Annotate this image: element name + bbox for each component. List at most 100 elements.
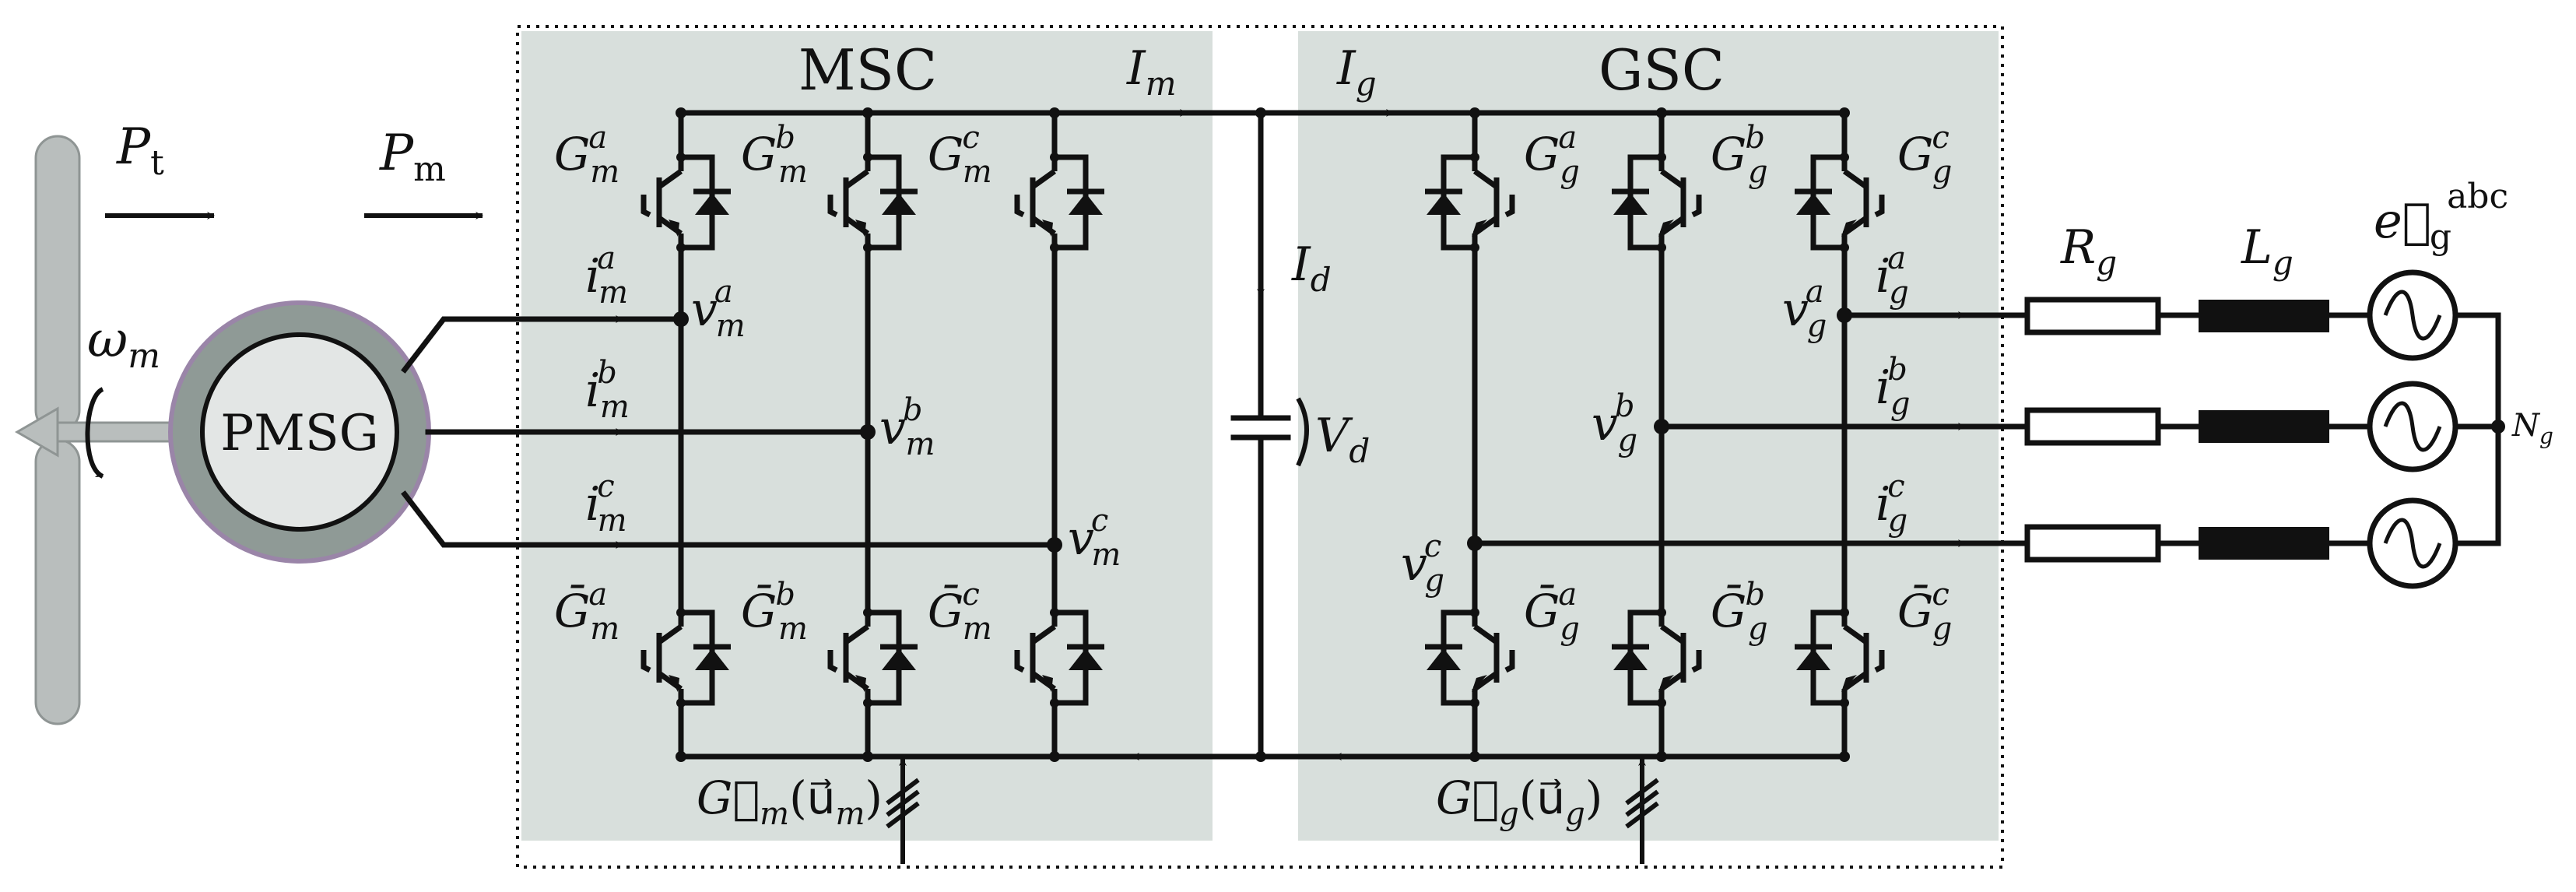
gsc-leg-a-upper-switch-emitter-arrow xyxy=(1472,219,1487,237)
gsc-leg-a-phase-node xyxy=(1467,536,1483,551)
capacitor-polarity-mark xyxy=(1296,397,1309,467)
sine-b-icon xyxy=(2383,401,2442,452)
dc-link-capacitor xyxy=(1230,110,1309,760)
gsc-leg-b-lower-switch-gate-lead xyxy=(1691,650,1702,673)
grid-resistor-c xyxy=(2024,524,2161,563)
msc-leg-b-phase-node xyxy=(860,424,876,440)
msc-leg-c-lower-switch-collector xyxy=(1030,624,1057,644)
msc-leg-a-upper-switch-collector xyxy=(657,169,683,189)
gsc-leg-b-upper-switch-gate-lead xyxy=(1691,195,1702,218)
msc-leg-a-lower-switch-collector xyxy=(657,624,683,644)
msc-leg-a-upper-switch-diode-icon xyxy=(695,193,729,215)
grid-resistor-a xyxy=(2024,297,2161,335)
gsc-leg-a-upper-switch-gate-lead xyxy=(1504,195,1515,218)
msc-leg-b-upper-switch-collector xyxy=(844,169,870,189)
msc-bus-tick-1 xyxy=(886,801,920,829)
gsc-background xyxy=(1298,31,1999,841)
gsc-bus-tick-1 xyxy=(1625,801,1659,829)
msc-leg-c-lower-switch-emitter-arrow xyxy=(1042,675,1053,692)
msc-leg-a-upper-switch-node-bottom xyxy=(676,243,686,252)
pmsg-generator xyxy=(168,300,431,564)
machine-phase-c-lead xyxy=(401,490,1058,548)
gsc-leg-b-lower-switch-diode-icon xyxy=(1613,648,1648,670)
gsc-leg-a-lower-switch-collector xyxy=(1472,624,1499,644)
msc-leg-c-upper-switch-emitter-arrow xyxy=(1042,219,1053,237)
gsc-control-bus xyxy=(1625,758,1659,864)
sine-a-icon xyxy=(2383,290,2442,341)
msc-leg-a-lower-switch-emitter-arrow xyxy=(669,675,679,692)
grid-resistor-b xyxy=(2024,407,2161,446)
gsc-leg-b-lower-switch-collector xyxy=(1659,624,1686,644)
gsc-leg-c-upper-switch-node-bottom xyxy=(1840,243,1849,252)
msc-leg-b-upper-switch-node-bottom xyxy=(863,243,872,252)
gsc-leg-c-upper-switch-node-top xyxy=(1840,153,1849,162)
turbine-shaft xyxy=(56,421,182,443)
msc-leg-b-upper-switch-emitter-arrow xyxy=(855,219,866,237)
msc-leg-b-top-node xyxy=(862,107,873,118)
gsc-leg-a-upper-switch-node-top xyxy=(1470,153,1479,162)
gsc-leg-b-upper-switch-emitter xyxy=(1659,216,1686,236)
msc-leg-b-upper-switch-diode-icon xyxy=(882,193,916,215)
grid-inductance-label: Lg xyxy=(2241,220,2293,282)
msc-leg-c-upper-switch-node-bottom xyxy=(1050,243,1059,252)
msc-control-bus xyxy=(886,758,920,864)
msc-leg-c-lower-switch-diode-icon xyxy=(1069,648,1103,670)
msc-leg-b-lower-switch-node-top xyxy=(863,608,872,617)
msc-leg-b-upper-switch-node-top xyxy=(863,153,872,162)
grid-resistance-label: Rg xyxy=(2060,220,2117,282)
msc-leg-a-lower-switch-gate-lead xyxy=(640,650,651,673)
machine-dc-current-label: Im xyxy=(1126,41,1177,103)
gsc-leg-c-upper-switch-gate-lead xyxy=(1874,195,1885,218)
msc-bus-tick-3 xyxy=(886,778,920,806)
gsc-leg-c-phase-node xyxy=(1837,307,1852,323)
capacitor-current-label: Id xyxy=(1291,237,1332,299)
turbine-blade-top xyxy=(34,135,81,434)
turbine-power-label: Pt xyxy=(116,118,164,183)
grid-neutral-label: Ng xyxy=(2511,408,2553,449)
grid-dc-current-label: Ig xyxy=(1336,41,1377,103)
gsc-leg-b-upper-switch-node-top xyxy=(1657,153,1666,162)
gsc-leg-c-lower-switch-node-top xyxy=(1840,608,1849,617)
turbine-blade-bottom xyxy=(34,438,81,725)
msc-leg-c-lower-switch-node-top xyxy=(1050,608,1059,617)
gsc-leg-c-upper-switch-emitter-arrow xyxy=(1841,219,1857,237)
gsc-leg-c-lower-switch-emitter xyxy=(1842,671,1869,691)
converter-dotted-frame xyxy=(516,25,2004,869)
msc-leg-a-upper-switch-gate-lead xyxy=(640,195,651,218)
gsc-leg-b-upper-switch-collector xyxy=(1659,169,1686,189)
gsc-leg-a-lower-switch-emitter-arrow xyxy=(1472,675,1487,692)
msc-leg-b-upper-switch-gate-lead xyxy=(827,195,838,218)
msc-leg-c-lower-switch-node-bottom xyxy=(1050,698,1059,708)
rotation-arrow-icon xyxy=(85,387,104,479)
gsc-leg-b-upper-switch-diode-icon xyxy=(1613,193,1648,215)
msc-leg-c-upper-switch-node-top xyxy=(1050,153,1059,162)
gsc-leg-b-bottom-node xyxy=(1656,751,1667,762)
gsc-control-label: G⃗g(u⃗g) xyxy=(1436,771,1602,832)
msc-leg-b-lower-switch-gate-lead xyxy=(827,650,838,673)
msc-leg-a-lower-switch-node-bottom xyxy=(676,698,686,708)
gsc-leg-a-top-node xyxy=(1469,107,1480,118)
msc-leg-b-bottom-node xyxy=(862,751,873,762)
msc-leg-a-top-node xyxy=(676,107,686,118)
msc-leg-c-top-node xyxy=(1049,107,1060,118)
grid-source-label: e⃗gabc xyxy=(2374,177,2508,257)
gsc-leg-a-lower-switch-node-bottom xyxy=(1470,698,1479,708)
grid-inductor-c xyxy=(2199,527,2329,560)
gsc-leg-b-upper-switch-node-bottom xyxy=(1657,243,1666,252)
msc-leg-a-bottom-node xyxy=(676,751,686,762)
msc-leg-b-lower-switch-node-bottom xyxy=(863,698,872,708)
